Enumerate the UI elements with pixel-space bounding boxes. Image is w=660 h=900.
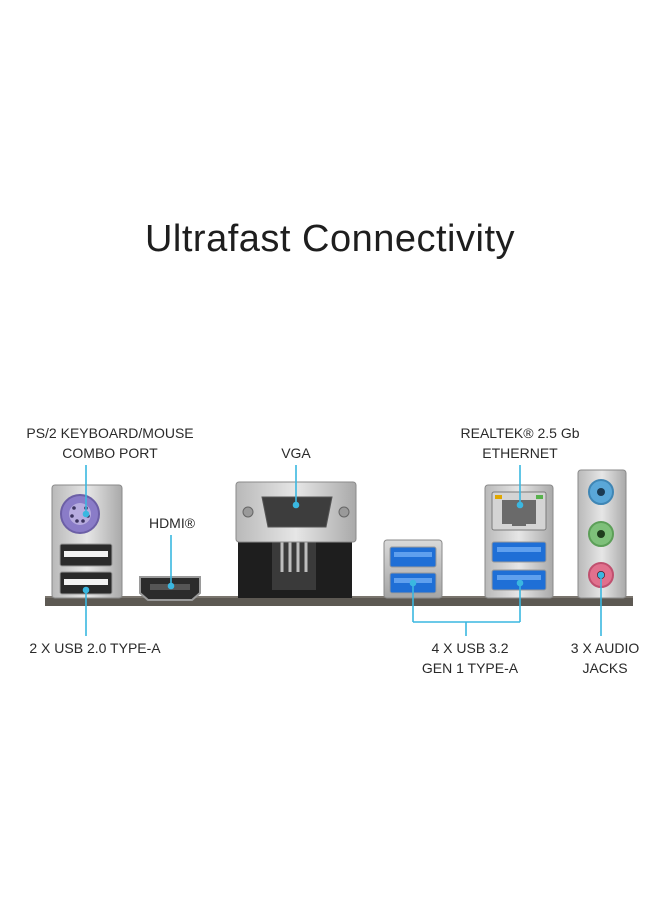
board-strip	[45, 596, 633, 606]
audio-jack-stack	[577, 469, 627, 599]
hdmi-label: HDMI®	[148, 515, 196, 531]
page-title: Ultrafast Connectivity	[144, 218, 515, 260]
ethernet-label: REALTEK® 2.5 Gb ETHERNET	[460, 425, 580, 461]
ethernet-usb3-stack	[484, 484, 554, 599]
ps2-label: PS/2 KEYBOARD/MOUSE COMBO PORT	[26, 425, 194, 461]
vga-label: VGA	[281, 445, 311, 461]
callout-lines	[82, 465, 605, 636]
audio-label: 3 X AUDIO JACKS	[570, 640, 640, 676]
ps2-usb2-stack	[51, 484, 123, 599]
usb3-label: 4 X USB 3.2 GEN 1 TYPE-A	[421, 640, 519, 676]
usb2-label: 2 X USB 2.0 TYPE-A	[29, 640, 161, 656]
vga-port-icon	[235, 481, 357, 598]
